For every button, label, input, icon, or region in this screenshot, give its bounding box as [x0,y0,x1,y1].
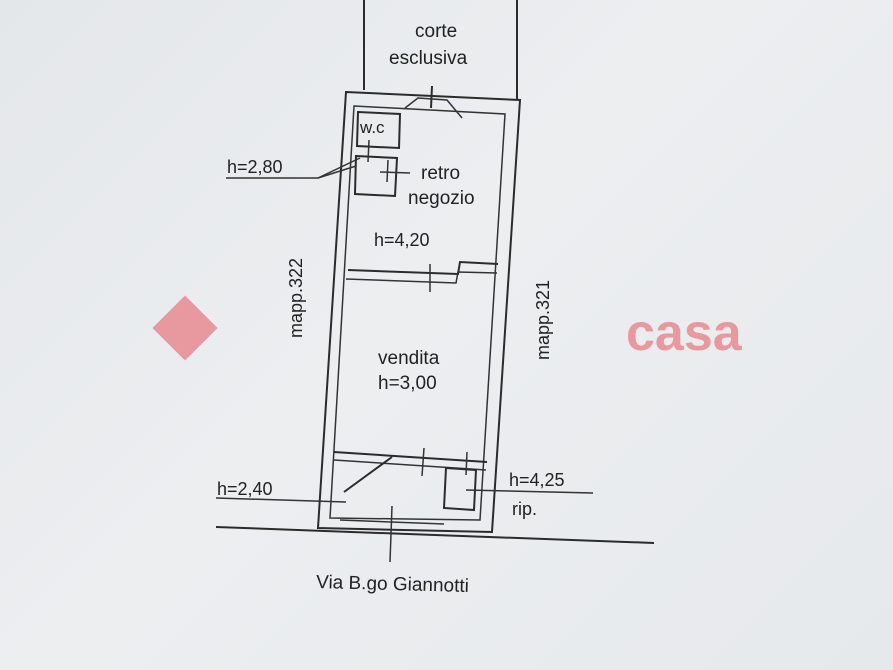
entrance-axis [389,505,393,563]
sales-label-line2: h=3,00 [378,373,437,394]
watermark-diamond-icon [152,295,218,361]
height-label-425: h=4,25 [509,470,565,490]
rear-door [404,85,463,119]
wc-room [355,110,402,150]
partition-wall [345,260,499,292]
watermark: casa [152,295,743,362]
back-shop-label-line2: negozio [408,188,475,209]
leader-h425 [465,489,594,494]
storage-label: rip. [512,499,537,519]
sales-label-line1: vendita [378,348,440,369]
back-shop-label-line1: retro [421,163,460,184]
height-label-240: h=2,40 [217,479,273,499]
parcel-right-label: mapp.321 [533,280,553,360]
wc-label: w.c [359,118,385,137]
front-walls [333,447,488,525]
street-label: Via B.go Giannotti [316,572,469,597]
height-label-280: h=2,80 [227,157,283,177]
street-line [215,526,655,544]
building-outline [316,90,522,534]
closet-room [353,139,411,198]
height-label-420: h=4,20 [374,230,430,250]
parcel-left-label: mapp.322 [286,258,306,338]
courtyard-label-line1: corte [415,21,457,42]
leader-h240 [215,497,347,503]
courtyard-label-line2: esclusiva [389,48,468,69]
watermark-brand-text: casa [626,304,743,362]
leader-h280b [317,165,357,179]
